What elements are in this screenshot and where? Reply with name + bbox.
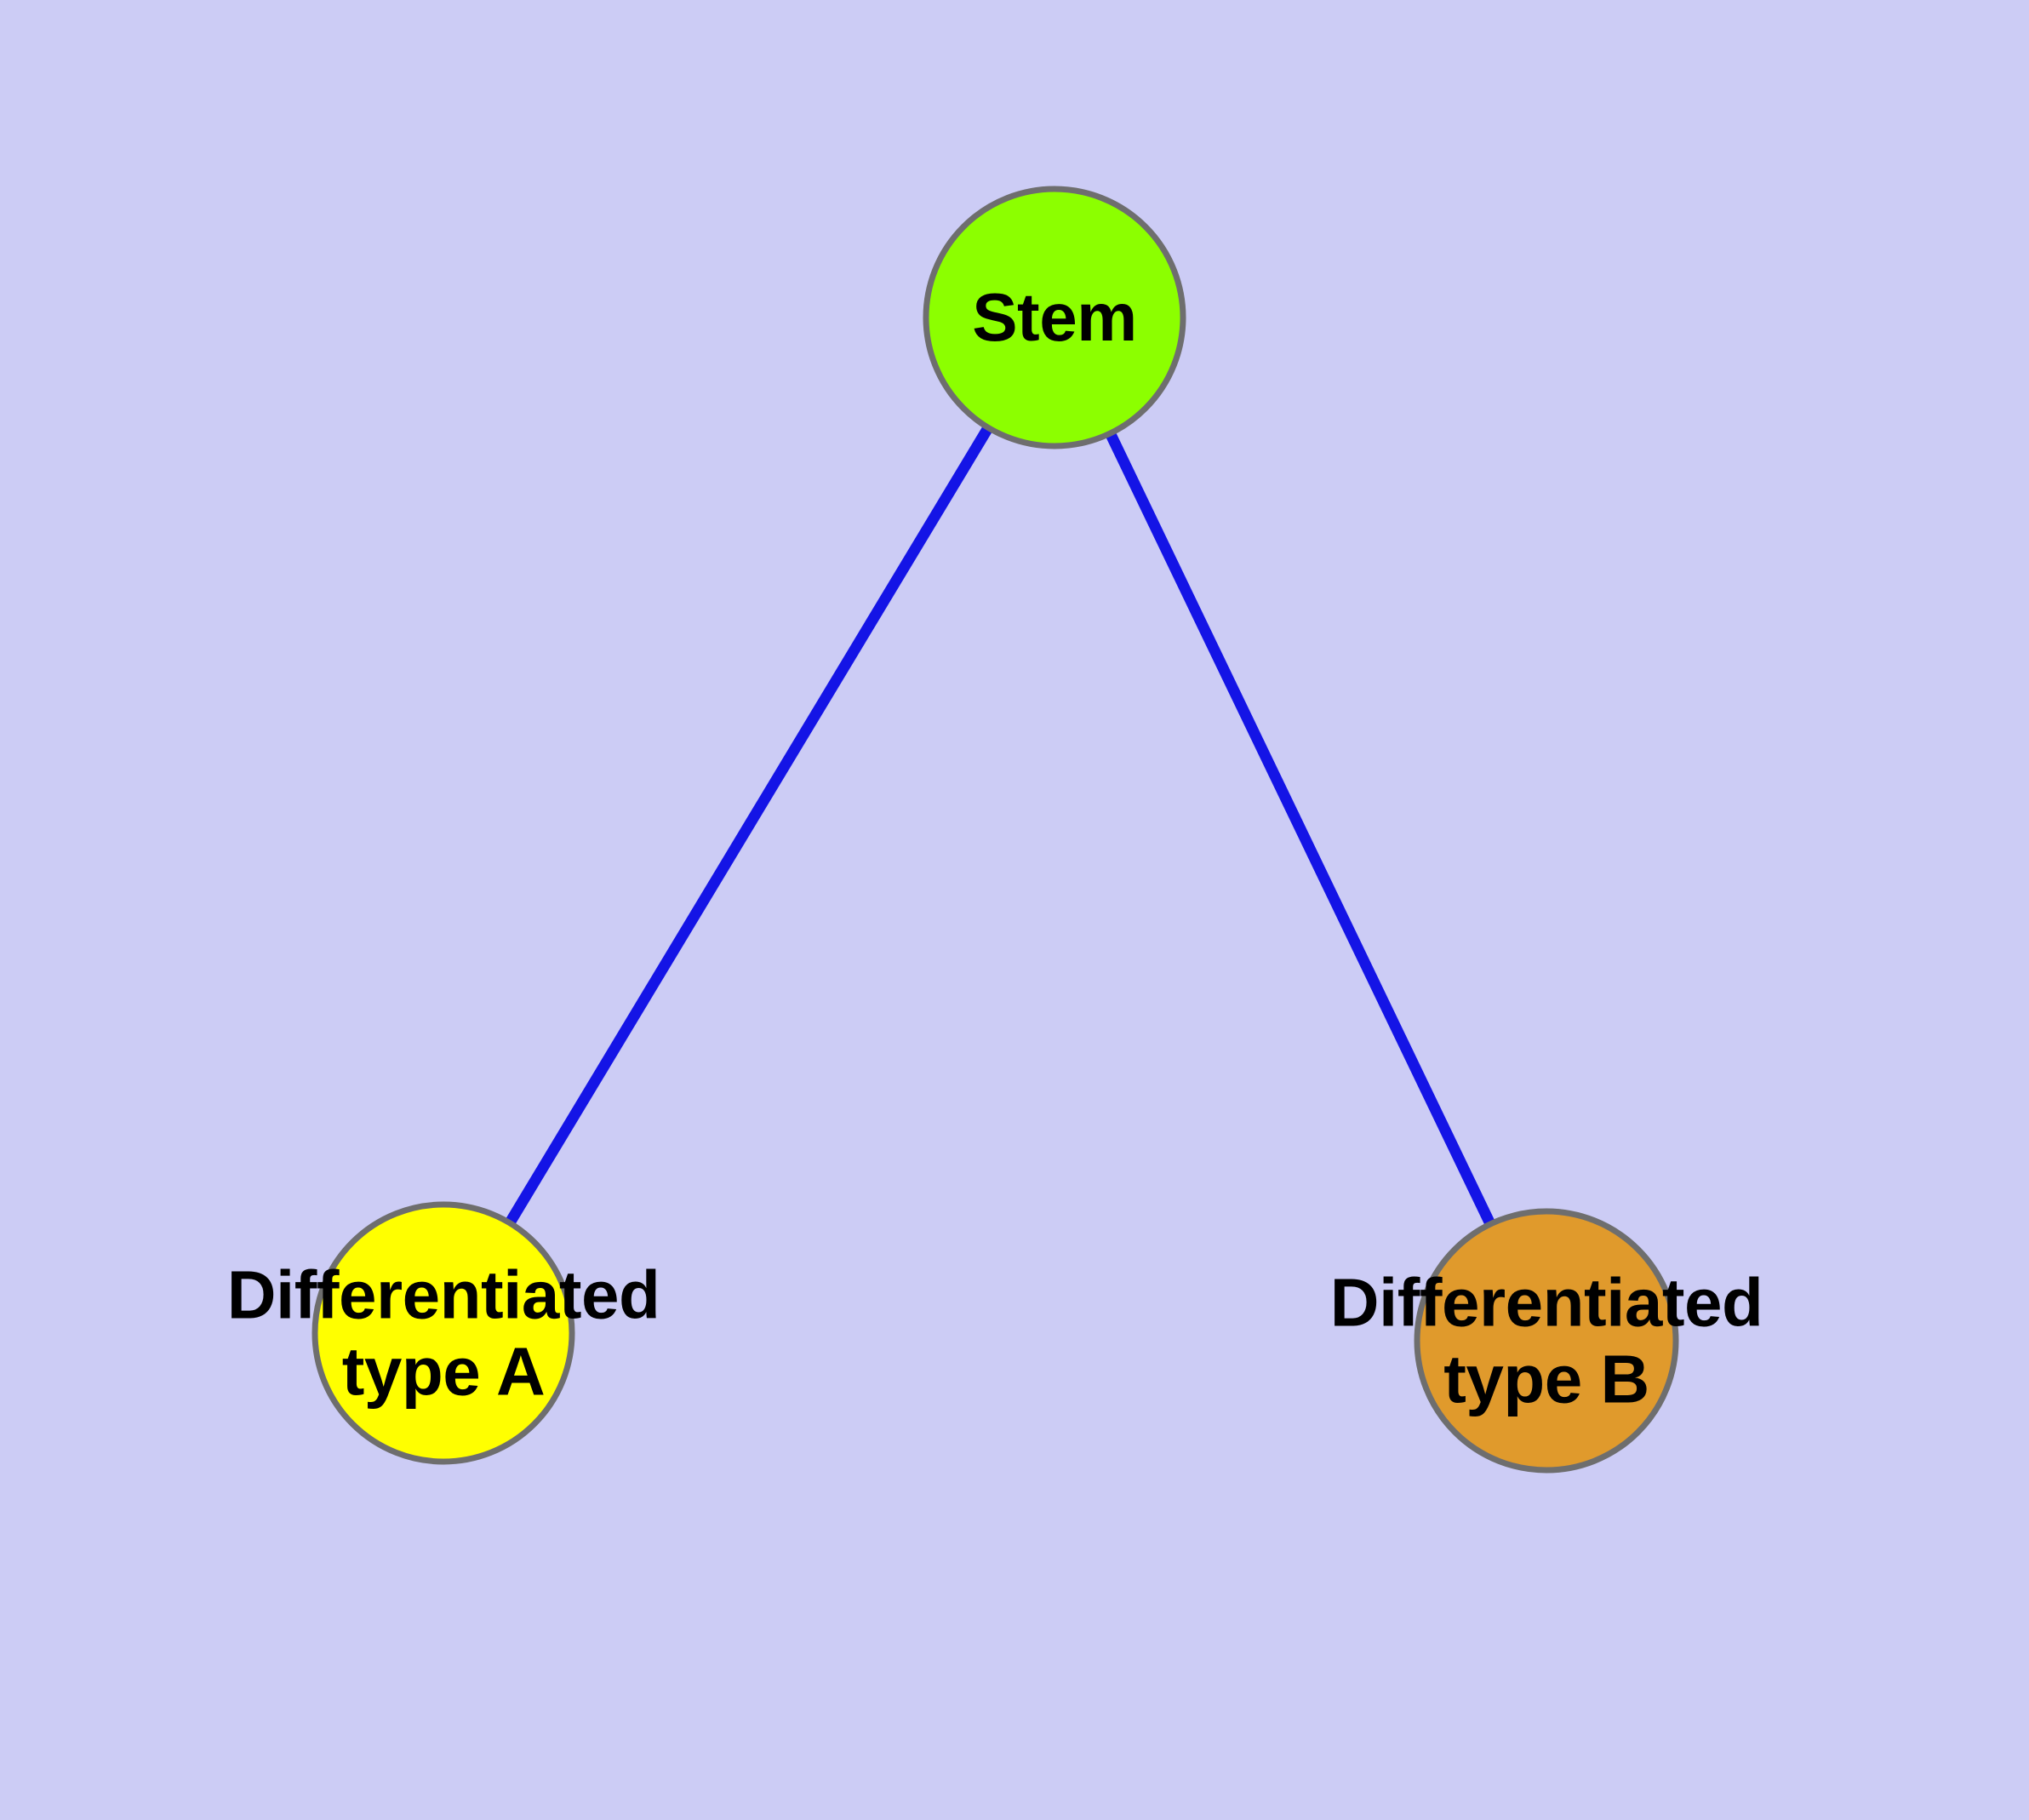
graph-edge-stem-diff_b (1049, 315, 1552, 1343)
graph-edge-stem-diff_a (438, 314, 1060, 1336)
graph-node-stem[interactable] (923, 186, 1186, 449)
graph-node-diff_a[interactable] (311, 1201, 575, 1465)
edge-layer (438, 314, 1552, 1343)
node-layer (311, 186, 1679, 1474)
graph-node-diff_b[interactable] (1414, 1208, 1679, 1474)
